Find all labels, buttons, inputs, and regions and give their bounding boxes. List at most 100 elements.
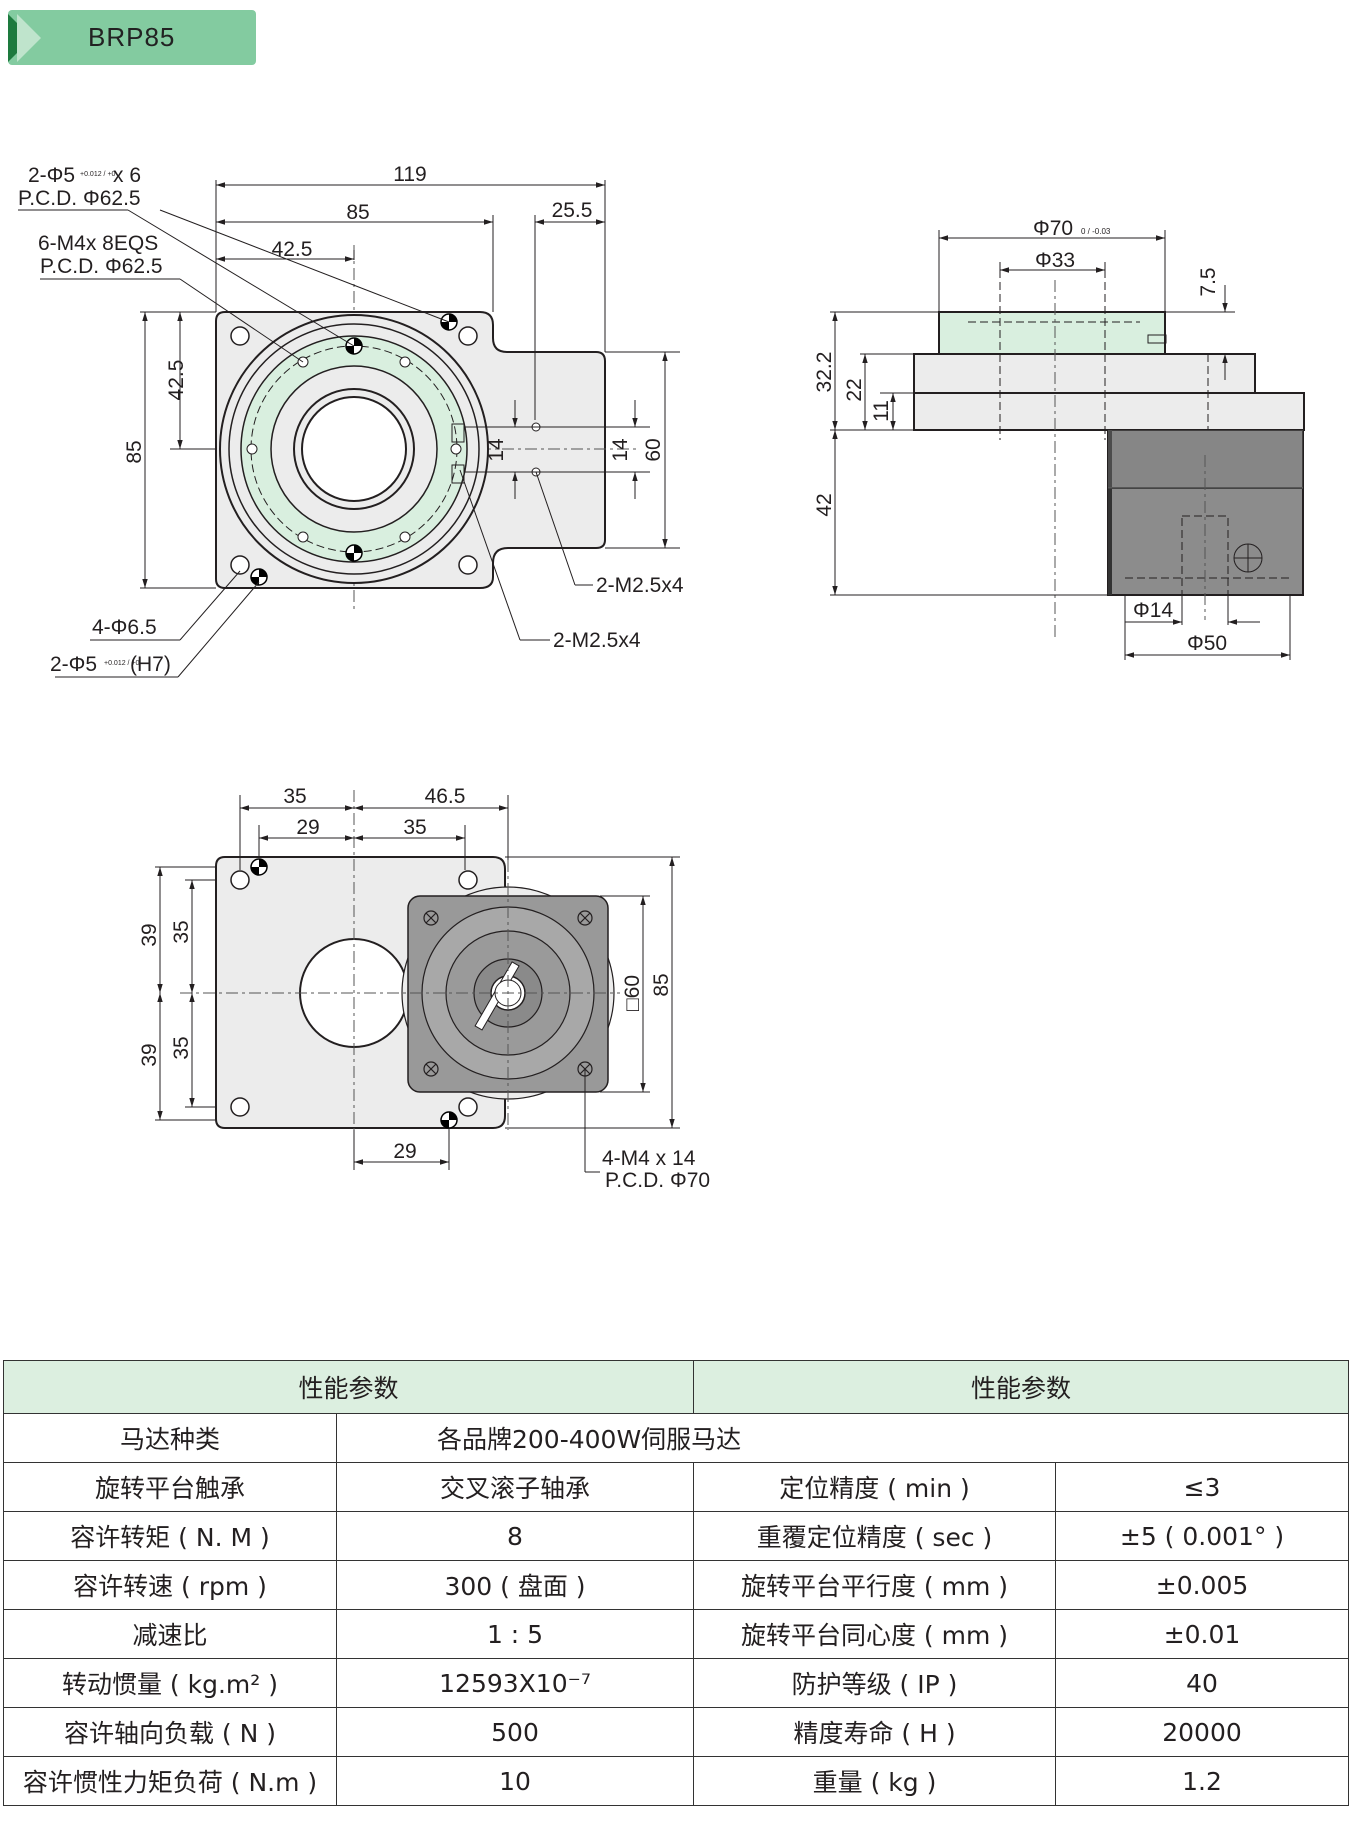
table-header: 性能参数: [2, 1360, 695, 1414]
callout-pin-top: 2-Φ5: [28, 164, 75, 187]
dim-35-mid: 35: [403, 816, 426, 839]
callout-motor-tap: 4-M4 x 14: [602, 1147, 696, 1170]
table-row: 容许转矩 ( N. M ) 8 重覆定位精度 ( sec ) ±5 ( 0.00…: [3, 1511, 1350, 1561]
table-row: 容许转速 ( rpm ) 300 ( 盘面 ) 旋转平台平行度 ( mm ) ±…: [3, 1560, 1350, 1610]
table-cell: 1 : 5: [335, 1609, 695, 1659]
dim-60: 60: [642, 438, 665, 461]
dim-42-5-side: 42.5: [165, 360, 188, 401]
mount-hole: [458, 555, 478, 575]
table-row: 马达种类 各品牌200-400W伺服马达: [3, 1413, 1350, 1463]
table-cell: ±5 ( 0.001° ): [1055, 1511, 1350, 1561]
callout-pin-bottom: 2-Φ5: [50, 653, 97, 676]
table-cell: ±0.005: [1055, 1560, 1350, 1610]
pin-marker: [250, 568, 268, 586]
chevron-right-icon-highlight: [17, 14, 41, 62]
center-bore: [301, 396, 407, 502]
table-cell: 20000: [1055, 1707, 1350, 1757]
dim-29-top: 29: [296, 816, 319, 839]
dim-32-2: 32.2: [813, 352, 836, 393]
table-row: 容许轴向负载 ( N ) 500 精度寿命 ( H ) 20000: [3, 1707, 1350, 1757]
dim-42: 42: [813, 493, 836, 516]
mount-hole: [230, 555, 250, 575]
callout-pin-bottom-fit: (H7): [130, 653, 171, 676]
model-tag: BRP85: [8, 10, 256, 65]
table-cell: 容许轴向负载 ( N ): [3, 1707, 337, 1757]
side-top-plate: [938, 311, 1166, 355]
table-cell: 交叉滚子轴承: [335, 1462, 695, 1512]
dim-sq60: □60: [621, 975, 644, 1011]
mount-hole: [230, 326, 250, 346]
table-cell: 容许惯性力矩负荷 ( N.m ): [3, 1756, 337, 1806]
table-cell: 精度寿命 ( H ): [693, 1707, 1057, 1757]
dim-35-top: 35: [283, 785, 306, 808]
pin-marker: [345, 544, 363, 562]
dim-22: 22: [843, 378, 866, 401]
callout-pin-top-count: x 6: [113, 164, 141, 187]
dim-39-b: 39: [138, 1043, 161, 1066]
dim-46-5: 46.5: [425, 785, 466, 808]
callout-holes-4: 4-Φ6.5: [92, 616, 157, 639]
callout-pin-bottom-tol: +0.012 / +0: [104, 660, 140, 667]
callout-motor-pcd: P.C.D. Φ70: [605, 1169, 710, 1192]
bottom-view: 35 46.5 29 35 39 35 39 35 □60 85 29 4-M4…: [138, 785, 710, 1192]
motor-type-label: 马达种类: [3, 1413, 337, 1463]
dim-39-a: 39: [138, 923, 161, 946]
table-row: 容许惯性力矩负荷 ( N.m ) 10 重量 ( kg ) 1.2: [3, 1756, 1350, 1806]
mount-hole: [458, 870, 478, 890]
pin-marker: [250, 858, 268, 876]
dim-phi14: Φ14: [1133, 599, 1173, 622]
dim-7-5: 7.5: [1197, 267, 1220, 296]
table-header: 性能参数: [693, 1360, 1350, 1414]
table-cell: 减速比: [3, 1609, 337, 1659]
table-cell: ±0.01: [1055, 1609, 1350, 1659]
table-cell: 12593X10⁻⁷: [335, 1658, 695, 1708]
callout-tap-top-pcd: P.C.D. Φ62.5: [40, 255, 163, 278]
dim-85-side: 85: [123, 440, 146, 463]
dim-25-5: 25.5: [552, 199, 593, 222]
spec-table: 性能参数 性能参数 马达种类 各品牌200-400W伺服马达 旋转平台触承 交叉…: [2, 1360, 1350, 1806]
table-cell: 旋转平台平行度 ( mm ): [693, 1560, 1057, 1610]
dim-phi33: Φ33: [1035, 249, 1075, 272]
dim-14-a: 14: [485, 438, 508, 462]
pin-marker: [440, 1111, 458, 1129]
callout-m25-b: 2-M2.5x4: [553, 629, 641, 652]
dim-42-5-top: 42.5: [272, 238, 313, 261]
dim-29-bottom: 29: [393, 1140, 416, 1163]
table-cell: 容许转速 ( rpm ): [3, 1560, 337, 1610]
dim-phi70-tol: 0 / -0.03: [1081, 227, 1111, 236]
technical-drawing: 119 85 25.5 42.5 42.5 85 14 14 60 2-Φ5 +…: [18, 163, 1305, 1192]
mount-hole: [458, 326, 478, 346]
callout-pin-top-tol: +0.012 / +0: [80, 171, 116, 178]
mount-hole: [458, 1097, 478, 1117]
dim-14-b: 14: [609, 438, 632, 462]
table-cell: ≤3: [1055, 1462, 1350, 1512]
table-cell: 旋转平台触承: [3, 1462, 337, 1512]
table-row: 转动惯量 ( kg.m² ) 12593X10⁻⁷ 防护等级 ( IP ) 40: [3, 1658, 1350, 1708]
callout-tap-top: 6-M4x 8EQS: [38, 232, 158, 255]
table-cell: 500: [335, 1707, 695, 1757]
top-view: 119 85 25.5 42.5 42.5 85 14 14 60 2-Φ5 +…: [18, 163, 684, 678]
table-cell: 重量 ( kg ): [693, 1756, 1057, 1806]
table-row: 旋转平台触承 交叉滚子轴承 定位精度 ( min ) ≤3: [3, 1462, 1350, 1512]
table-cell: 定位精度 ( min ): [693, 1462, 1057, 1512]
table-header-row: 性能参数 性能参数: [2, 1360, 1350, 1414]
mount-hole: [230, 1097, 250, 1117]
table-cell: 容许转矩 ( N. M ): [3, 1511, 337, 1561]
dim-phi50: Φ50: [1187, 632, 1227, 655]
dim-85: 85: [650, 973, 673, 996]
table-cell: 8: [335, 1511, 695, 1561]
table-cell: 重覆定位精度 ( sec ): [693, 1511, 1057, 1561]
model-title: BRP85: [88, 22, 176, 52]
callout-pin-top-pcd: P.C.D. Φ62.5: [18, 187, 141, 210]
table-cell: 防护等级 ( IP ): [693, 1658, 1057, 1708]
table-cell: 1.2: [1055, 1756, 1350, 1806]
motor-type-value: 各品牌200-400W伺服马达: [335, 1413, 1350, 1463]
table-cell: 10: [335, 1756, 695, 1806]
table-cell: 300 ( 盘面 ): [335, 1560, 695, 1610]
callout-m25-a: 2-M2.5x4: [596, 574, 684, 597]
dim-35-a: 35: [170, 920, 193, 943]
table-cell: 40: [1055, 1658, 1350, 1708]
table-row: 减速比 1 : 5 旋转平台同心度 ( mm ) ±0.01: [3, 1609, 1350, 1659]
dim-35-b: 35: [170, 1036, 193, 1059]
table-cell: 旋转平台同心度 ( mm ): [693, 1609, 1057, 1659]
